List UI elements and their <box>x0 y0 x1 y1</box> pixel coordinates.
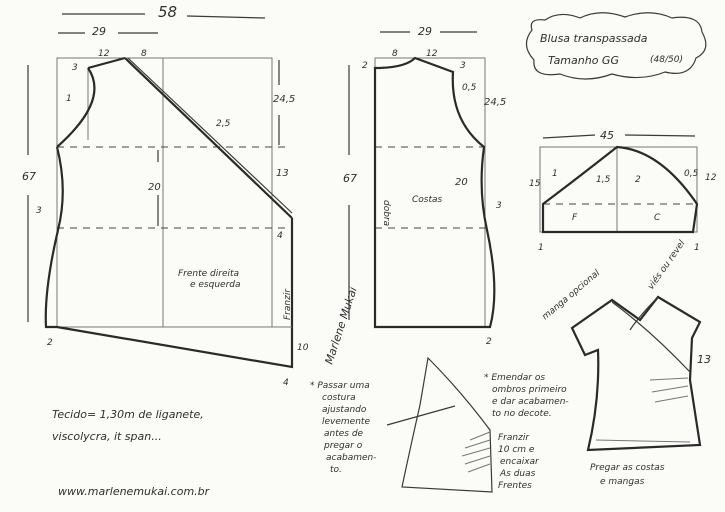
note-text: pregar o <box>323 441 363 451</box>
sleeve-pattern-piece: 45 15 12 1 1,5 2 0,5 1 1 F C <box>529 129 717 253</box>
note-text: 10 cm e <box>498 445 535 455</box>
back-dim-shoulder-drop: 3 <box>460 61 466 71</box>
dim-waist: 20 <box>148 182 161 193</box>
sleeve-dim-c2: 0,5 <box>684 169 699 179</box>
sleeve-dim-hem-left: 1 <box>538 243 544 253</box>
dim-hem-4: 4 <box>283 378 289 388</box>
note-text: to no decote. <box>492 409 552 419</box>
dim-armhole-depth: 24,5 <box>273 94 295 105</box>
sleeve-dim-hem-right: 1 <box>694 243 700 253</box>
back-dim-armhole-depth: 24,5 <box>484 97 506 108</box>
back-dim-width: 29 <box>418 25 432 38</box>
back-pattern-piece: 29 8 12 2 3 0,5 24,5 20 3 2 dobra Costas <box>362 25 506 347</box>
front-detail-piece <box>401 356 493 493</box>
front-label: Frente direita <box>178 269 239 279</box>
sleeve-dim-width: 45 <box>600 129 614 142</box>
title-line2: Tamanho GG <box>548 54 619 67</box>
shirt-dim-13: 13 <box>697 353 711 366</box>
note-text: costura <box>322 393 356 403</box>
back-dim-neck-drop: 2 <box>362 61 368 71</box>
sleeve-outline <box>541 145 699 234</box>
note-text: * Emendar os <box>484 373 545 383</box>
shoulder-note: * Emendar os ombros primeiro e dar acaba… <box>484 373 569 419</box>
bias-label: viés ou revel <box>645 238 687 292</box>
back-note-line2: e mangas <box>600 477 645 487</box>
front-armhole <box>56 67 96 148</box>
dim-shoulder: 8 <box>141 49 147 59</box>
front-pattern-piece: 58 29 12 8 3 1 67 24,5 20 3 2 2,5 13 4 1… <box>22 3 309 388</box>
fabric-note: Tecido= 1,30m de liganete, viscolycra, i… <box>52 408 211 498</box>
dim-hem-offset: 2 <box>47 338 53 348</box>
dim-neck-width: 12 <box>98 49 110 59</box>
dim-gather-4: 4 <box>277 231 283 241</box>
dim-half-width: 29 <box>92 25 106 38</box>
front-hem <box>56 218 294 369</box>
note-text: ombros primeiro <box>492 385 567 395</box>
note-text: encaixar <box>500 457 540 467</box>
fabric-note-line1: Tecido= 1,30m de liganete, <box>52 408 204 421</box>
title-cloud: Blusa transpassada Tamanho GG (48/50) <box>525 12 707 80</box>
note-text: Franzir <box>498 433 530 443</box>
dim-side-13: 13 <box>276 168 289 179</box>
back-label: Costas <box>412 195 443 205</box>
sleeve-dim-f1: 1 <box>552 169 558 179</box>
dim-side-curve: 3 <box>36 206 42 216</box>
back-dim-hem-offset: 2 <box>486 337 492 347</box>
front-label-2: e esquerda <box>190 280 241 290</box>
front-rect <box>56 57 273 328</box>
fold-label: dobra <box>381 200 391 226</box>
sleeve-dim-height-right: 12 <box>705 173 717 183</box>
back-dim-height: 67 <box>343 172 357 185</box>
front-shoulder <box>87 56 126 70</box>
back-outline <box>373 56 496 329</box>
note-text: levemente <box>322 417 370 427</box>
signature: Marlene Mukai <box>322 285 359 366</box>
front-side-seam <box>44 146 64 329</box>
sleeve-dim-f2: 1,5 <box>596 175 611 185</box>
blouse-outline <box>570 295 702 452</box>
dim-hem-drop: 10 <box>297 343 309 353</box>
back-dim-shoulder: 12 <box>426 49 438 59</box>
note-text: antes de <box>324 429 364 439</box>
dim-total-width: 58 <box>158 3 177 21</box>
title-line1: Blusa transpassada <box>540 32 648 45</box>
note-text: ajustando <box>322 405 367 415</box>
finished-blouse-sketch: manga opcional viés ou revel 13 Pregar a… <box>541 238 711 487</box>
back-dim-neck: 8 <box>392 49 398 59</box>
dim-diag-offset: 2,5 <box>216 119 231 129</box>
sleeve-front-label: F <box>572 213 578 223</box>
dim-armhole-curve: 1 <box>66 94 72 104</box>
dim-neck-drop: 3 <box>72 63 78 73</box>
gather-note: Franzir 10 cm e encaixar As duas Frentes <box>498 433 540 491</box>
note-text: e dar acabamen- <box>492 397 569 407</box>
gather-label: Franzir <box>283 288 293 320</box>
dim-height: 67 <box>22 170 36 183</box>
front-neckline <box>124 57 293 219</box>
website: www.marlenemukai.com.br <box>58 485 211 498</box>
note-text: As duas <box>499 469 536 479</box>
back-note-line1: Pregar as costas <box>590 463 665 473</box>
fabric-note-line2: viscolycra, it span... <box>52 430 162 443</box>
note-text: acabamen- <box>326 453 376 463</box>
sleeve-dim-c1: 2 <box>635 175 641 185</box>
note-text: to. <box>330 465 342 475</box>
sleeve-back-label: C <box>654 213 661 223</box>
seam-note: * Passar uma costura ajustando levemente… <box>310 381 456 475</box>
back-dim-armhole-curve: 0,5 <box>462 83 477 93</box>
back-dim-side-curve: 3 <box>496 201 502 211</box>
sleeve-dim-height-left: 15 <box>529 179 541 189</box>
title-size: (48/50) <box>650 55 683 65</box>
note-text: Frentes <box>498 481 532 491</box>
back-dim-waist: 20 <box>455 177 468 188</box>
note-text: * Passar uma <box>310 381 370 391</box>
